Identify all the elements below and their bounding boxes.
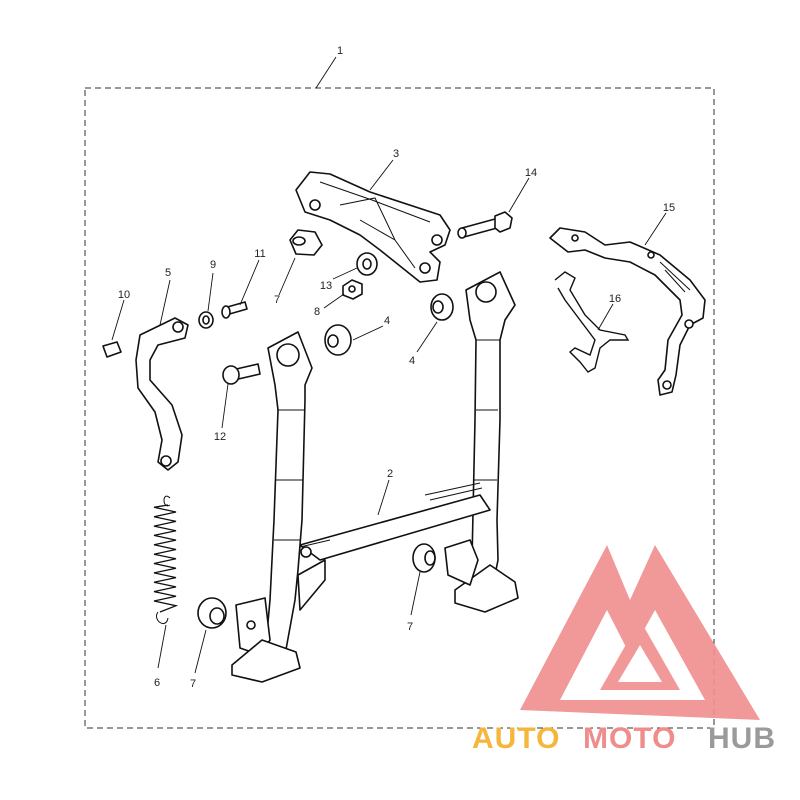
rubber-bumper-part	[289, 229, 323, 256]
mounting-bracket-part	[295, 171, 451, 283]
callout-label: 4	[384, 315, 390, 327]
callout-label: 2	[387, 468, 393, 480]
callout-label: 8	[314, 306, 320, 318]
watermark-wordmark: AUTO MOTO HUB	[472, 722, 776, 755]
leader-lines	[111, 56, 667, 674]
callout-label: 3	[393, 148, 399, 160]
callout-label: 10	[118, 289, 130, 301]
washer-part	[324, 324, 352, 356]
callout-label: 11	[254, 248, 265, 260]
callout-label: 5	[165, 267, 171, 279]
callout-label: 7	[190, 678, 196, 690]
watermark-logo-icon	[520, 545, 760, 720]
nut-part	[342, 279, 363, 300]
washer-part	[430, 293, 454, 321]
bolt-part	[457, 211, 513, 239]
callout-label: 6	[154, 677, 160, 689]
nut-part	[102, 341, 122, 358]
callout-labels: 1 2 3 4 4 5 6 7 7 7 7 8 9 10 11 12 13 14…	[118, 45, 675, 690]
rubber-bumper-part	[197, 597, 227, 629]
bolt-part	[222, 363, 261, 385]
kit-boundary-box	[84, 87, 715, 729]
callout-label: 1	[337, 45, 343, 57]
washer-part	[356, 252, 378, 276]
watermark-word-moto: MOTO	[583, 722, 676, 755]
callout-label: 7	[274, 294, 280, 306]
callout-label: 12	[214, 431, 226, 443]
support-strap-part	[549, 227, 706, 396]
wire-clip-part	[554, 271, 630, 373]
watermark-word-hub: HUB	[708, 722, 776, 755]
callout-label: 7	[407, 621, 413, 633]
callout-label: 13	[320, 280, 332, 292]
spring-arm-part	[135, 317, 189, 471]
callout-label: 15	[663, 202, 675, 214]
rubber-bumper-part	[412, 543, 436, 573]
callout-label: 4	[409, 355, 415, 367]
watermark-word-auto: AUTO	[472, 722, 560, 755]
return-spring-part	[153, 495, 179, 624]
callout-label: 9	[210, 259, 216, 271]
washer-part	[198, 311, 214, 329]
callout-label: 14	[525, 167, 537, 179]
callout-label: 16	[609, 293, 621, 305]
main-stand-part	[231, 271, 519, 683]
bolt-part	[221, 301, 248, 319]
